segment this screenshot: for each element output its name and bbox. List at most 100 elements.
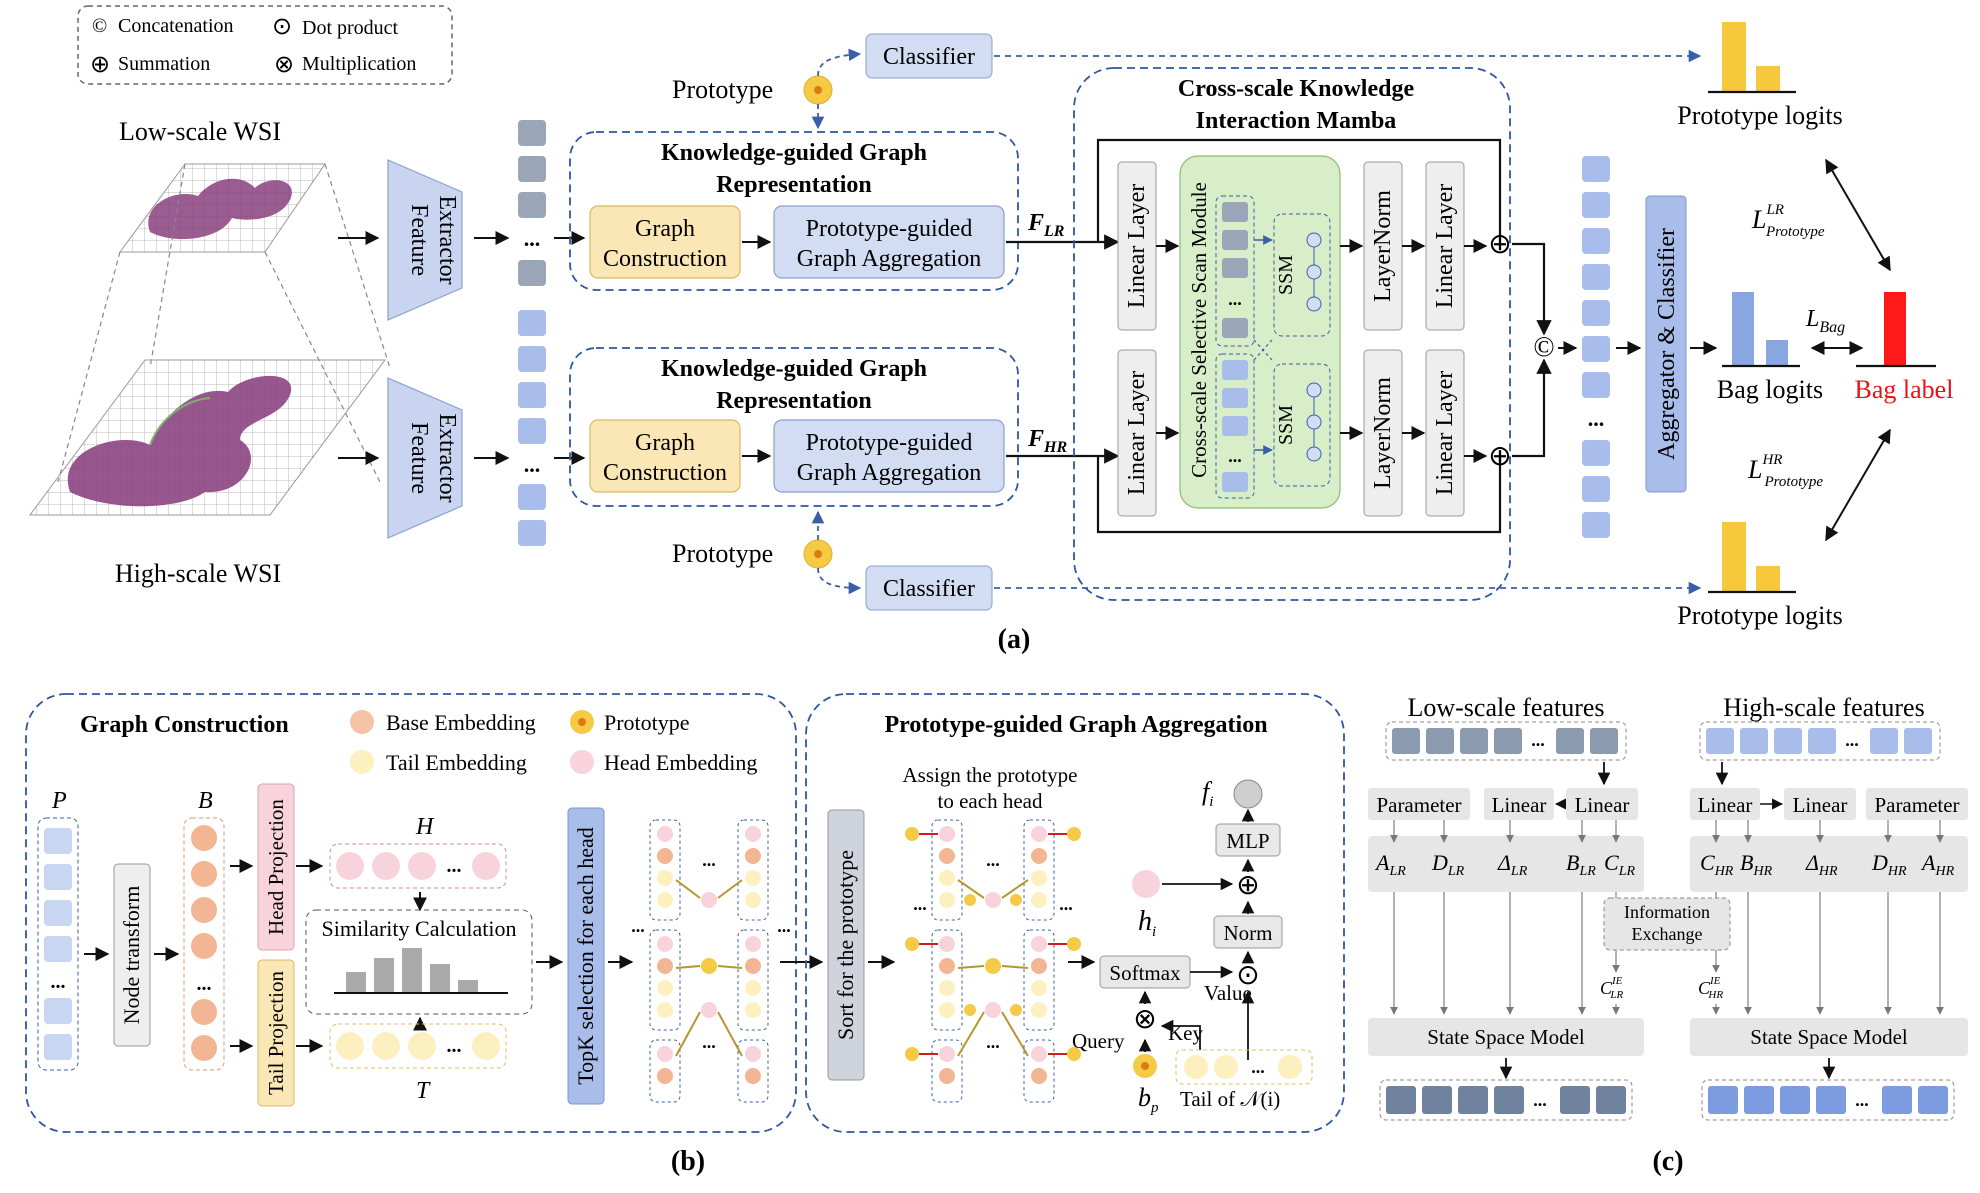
information-exchange [1603, 897, 1731, 951]
svg-text:Head Embedding: Head Embedding [604, 750, 757, 775]
dot-product-icon: ⊙ [272, 14, 292, 40]
svg-text:...: ... [51, 971, 66, 993]
key-label: Key [1168, 1021, 1203, 1045]
fused-token-stack: ... [1582, 156, 1610, 538]
linear-hr-right [1784, 788, 1856, 820]
f-lr-label: FLR [1027, 210, 1065, 240]
svg-text:Cross-scale Selective Scan Mod: Cross-scale Selective Scan Module [1187, 182, 1211, 478]
linear-layer-lr-in: Linear Layer [1124, 184, 1150, 309]
tail-embedding-icon [350, 750, 374, 774]
f-i-label: fi [1202, 777, 1213, 810]
svg-text:Graph: Graph [635, 430, 695, 456]
layernorm-hr: LayerNorm [1370, 377, 1396, 489]
d-hr: DHR [1871, 850, 1907, 879]
legend: © Concatenation ⊙ Dot product ⊕ Summatio… [77, 5, 453, 85]
high-wsi-label: High-scale WSI [115, 559, 281, 588]
svg-text:Feature: Feature [406, 422, 432, 494]
legend-dot-label: Dot product [302, 17, 399, 39]
svg-text:...: ... [986, 1032, 1000, 1052]
b-label: B [198, 788, 213, 814]
caption-a: (a) [998, 624, 1031, 655]
c-lr: CLR [1604, 850, 1635, 879]
f-hr-label: FHR [1027, 426, 1067, 456]
linear-layer-hr-in: Linear Layer [1124, 371, 1150, 496]
lr-params-band [1368, 836, 1644, 892]
svg-text:...: ... [1059, 894, 1073, 914]
svg-text:Linear: Linear [1492, 793, 1547, 817]
h-i-label: hi [1138, 906, 1156, 940]
svg-text:Feature: Feature [406, 204, 432, 276]
panel-b: Graph Construction Base Embedding Protot… [25, 693, 1345, 1177]
legend-sum-label: Summation [118, 53, 210, 75]
svg-text:Sort for the prototype: Sort for the prototype [833, 850, 858, 1040]
svg-text:State Space Model: State Space Model [1427, 1025, 1585, 1049]
c-hr: CHR [1700, 850, 1734, 879]
summation-icon: ⊕ [90, 52, 110, 78]
graph-construction-hr [589, 419, 741, 493]
svg-text:Extractor: Extractor [434, 413, 460, 502]
svg-text:State Space Model: State Space Model [1750, 1025, 1908, 1049]
caption-b: (b) [671, 1146, 705, 1177]
svg-text:...: ... [1845, 730, 1859, 750]
l-bag-label: LBag [1805, 306, 1845, 336]
svg-text:...: ... [1251, 1057, 1265, 1077]
kgr-block-lr: Knowledge-guided Graph Representation Gr… [569, 131, 1019, 291]
query-label: Query [1072, 1029, 1125, 1053]
svg-text:...: ... [1588, 406, 1605, 431]
svg-text:Head Projection: Head Projection [264, 799, 288, 935]
parameter-lr [1368, 788, 1470, 820]
bag-logits-chart [1722, 292, 1800, 368]
h-i-node [1132, 870, 1160, 898]
svg-text:Prototype-guided: Prototype-guided [806, 216, 973, 242]
svg-text:TopK selection for each head: TopK selection for each head [573, 827, 598, 1084]
linear-lr-left [1484, 788, 1554, 820]
topk-graph: ... ... ... ... [631, 819, 791, 1103]
linear-lr-right [1566, 788, 1638, 820]
prototype-logits-bottom-chart [1708, 522, 1796, 594]
low-wsi-tissue [148, 178, 292, 240]
tail-projection [257, 959, 295, 1107]
head-embedding-icon [570, 750, 594, 774]
hr-params-band [1690, 836, 1968, 892]
assigned-graph: ... ... ... ... [905, 819, 1081, 1103]
prototype-label-top: Prototype [672, 75, 773, 104]
svg-text:...: ... [631, 916, 645, 936]
tail-of-neighbors-label: Tail of 𝒩(i) [1180, 1087, 1280, 1111]
svg-text:Representation: Representation [716, 388, 872, 414]
b-hr: BHR [1740, 850, 1773, 879]
bag-label-chart [1856, 292, 1936, 368]
caption-c: (c) [1652, 1146, 1683, 1177]
svg-text:...: ... [1855, 1090, 1869, 1110]
classifier-top [865, 33, 993, 79]
norm-block [1213, 915, 1283, 949]
svg-text:Linear: Linear [1793, 793, 1848, 817]
multiplication-icon: ⊗ [274, 52, 294, 78]
svg-text:Graph Aggregation: Graph Aggregation [797, 246, 982, 272]
gc-title: Graph Construction [80, 712, 289, 738]
lr-token-stack: ... [518, 120, 546, 286]
mamba-block: Cross-scale Knowledge Interaction Mamba … [1073, 67, 1512, 601]
b-p-label: bp [1138, 1083, 1159, 1116]
svg-text:Extractor: Extractor [434, 195, 460, 284]
linear-layer-lr-out: Linear Layer [1432, 184, 1458, 309]
svg-text:Aggregator & Classifier: Aggregator & Classifier [1654, 228, 1680, 460]
cross-scale-scan-module [1179, 155, 1341, 509]
layernorm-lr: LayerNorm [1370, 190, 1396, 302]
legend-mult-label: Multiplication [302, 53, 416, 75]
concat-icon: © [92, 15, 107, 37]
svg-text:Base Embedding: Base Embedding [386, 710, 536, 735]
svg-text:Parameter: Parameter [1874, 793, 1959, 817]
svg-text:Classifier: Classifier [883, 576, 975, 602]
high-features-title: High-scale features [1723, 693, 1924, 722]
svg-text:Interaction Mamba: Interaction Mamba [1196, 108, 1397, 134]
svg-text:Linear: Linear [1575, 793, 1630, 817]
assign-text-line1: Assign the prototype [903, 763, 1078, 787]
ssm-hr-box [1690, 1018, 1968, 1056]
svg-text:Softmax: Softmax [1109, 961, 1181, 985]
svg-text:Parameter: Parameter [1376, 793, 1461, 817]
delta-hr: ΔHR [1805, 850, 1838, 879]
ssm-hr: SSM [1275, 405, 1297, 445]
